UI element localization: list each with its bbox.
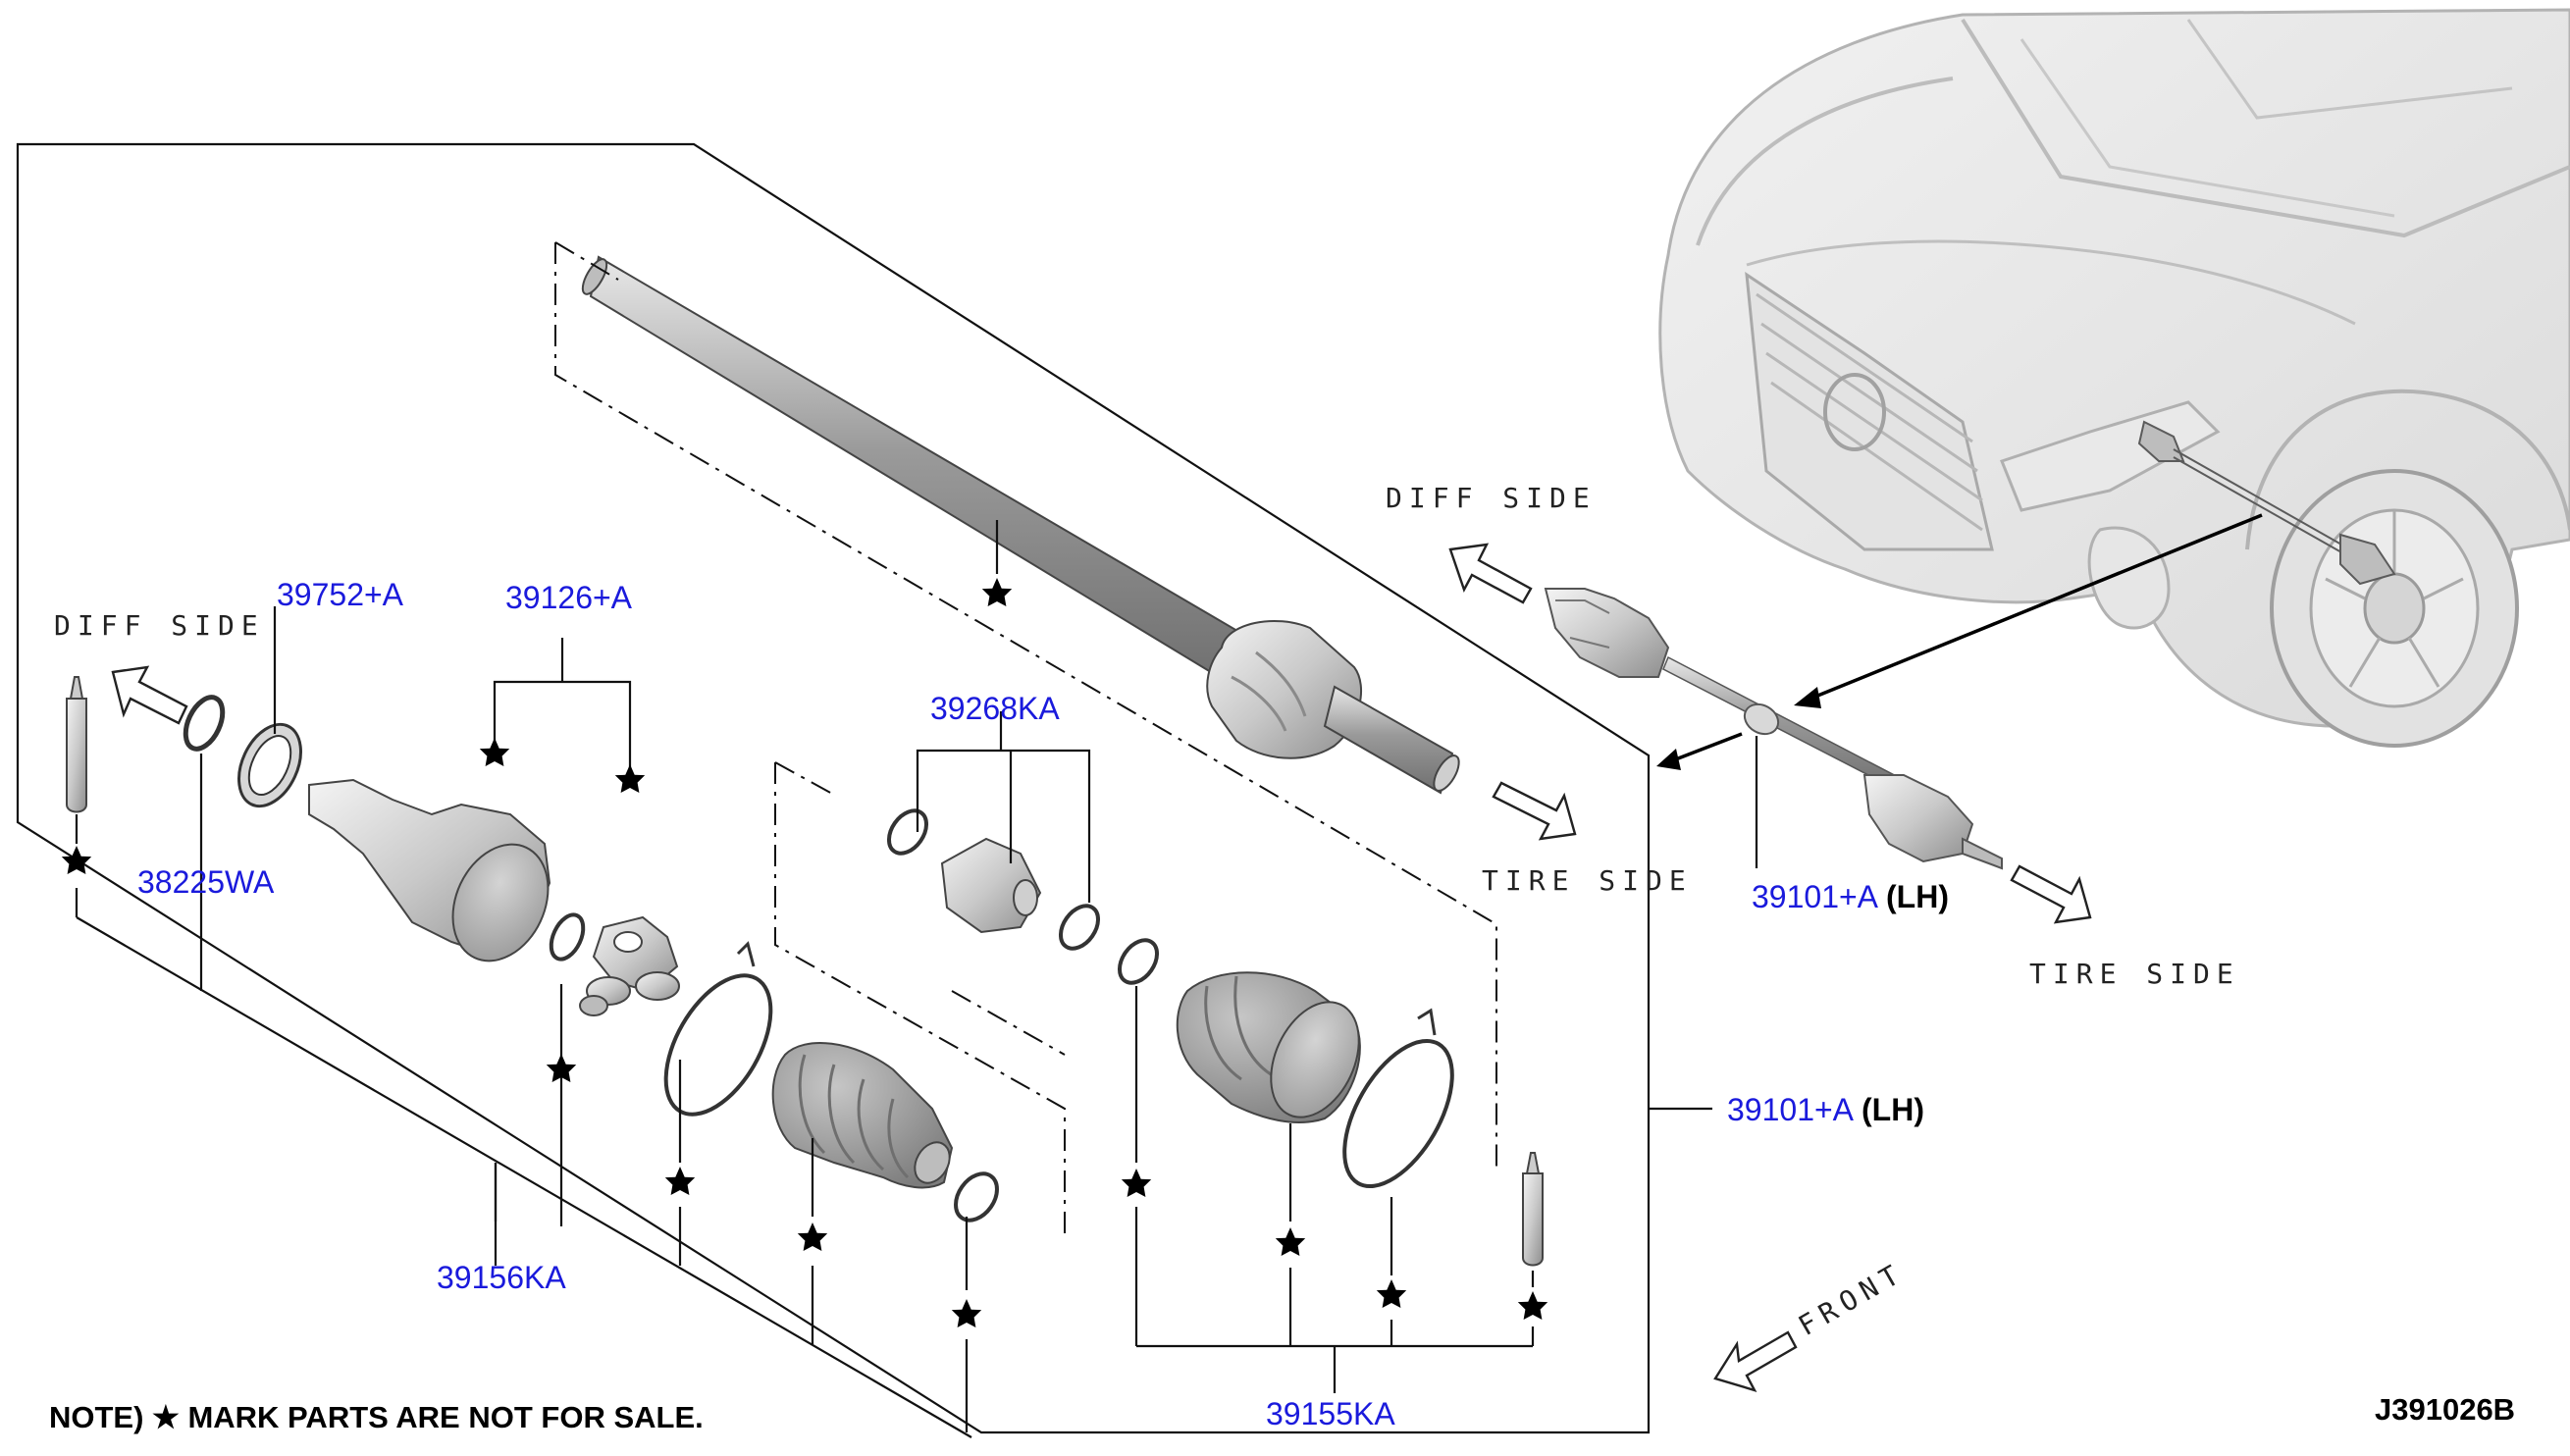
diff-side-left: DIFF SIDE [54, 609, 265, 642]
tire-side-main: TIRE SIDE [1482, 864, 1693, 897]
small-clamp-a [954, 1171, 999, 1222]
label-39155[interactable]: 39155KA [1266, 1396, 1395, 1431]
callout-frame [16, 142, 1651, 1434]
star-mark [61, 846, 92, 874]
drive-shaft-bar [581, 255, 1460, 795]
direction-arrows [111, 543, 2092, 1392]
star-mark [614, 764, 646, 793]
star-mark [1275, 1227, 1306, 1256]
star-mark [479, 738, 510, 766]
band-clamp-2 [1342, 1008, 1454, 1189]
outer-boot [1176, 971, 1361, 1124]
tire-side-car: TIRE SIDE [2029, 958, 2240, 990]
snap-ring [183, 695, 226, 752]
diff-arrow-left [111, 665, 188, 725]
car-arrows [1656, 513, 2263, 770]
star-mark [797, 1222, 828, 1251]
vehicle-illustration [1658, 8, 2570, 748]
label-39156[interactable]: 39156KA [437, 1260, 566, 1295]
grease-tube-right [1522, 1152, 1544, 1267]
diff-arrow-car [1448, 543, 1533, 604]
star-mark [981, 578, 1013, 606]
tire-arrow-main [1492, 781, 1577, 841]
small-clamp-b [886, 808, 929, 856]
diagram-id: J391026B [2375, 1392, 2515, 1427]
label-39268[interactable]: 39268KA [930, 691, 1060, 726]
label-39126[interactable]: 39126+A [505, 580, 633, 615]
star-mark [951, 1299, 982, 1327]
label-39101-car[interactable]: 39101+A(LH) [1752, 879, 1949, 914]
label-38225[interactable]: 38225WA [137, 864, 275, 900]
tire-arrow-car [2010, 864, 2092, 924]
washer [237, 722, 302, 808]
star-mark [664, 1167, 696, 1195]
dash-dot-guides [554, 241, 1497, 1239]
leader-lines [75, 520, 1758, 1438]
exploded-parts [66, 676, 1544, 1267]
label-39101-callout[interactable]: 39101+A(LH) [1727, 1092, 1924, 1127]
part-labels: 39752+A 39126+A 39268KA 38225WA 39156KA … [137, 577, 1949, 1431]
not-for-sale-note: NOTE) ★ MARK PARTS ARE NOT FOR SALE. [49, 1400, 704, 1434]
star-mark [1121, 1169, 1152, 1197]
circlip [549, 912, 586, 962]
inner-boot [771, 1042, 954, 1189]
label-39752[interactable]: 39752+A [277, 577, 404, 612]
star-mark [1517, 1291, 1548, 1320]
tripod-spider [579, 915, 680, 1016]
grease-tube-left [66, 676, 87, 813]
front-arrow [1713, 1330, 1798, 1392]
joint-housing [308, 778, 551, 962]
small-clamp-c [1058, 904, 1101, 951]
dynamic-damper [940, 837, 1042, 934]
star-mark [1376, 1279, 1407, 1308]
shaft-assembly-small [1544, 588, 2003, 870]
small-clamp-d [1117, 938, 1160, 985]
front-label: FRONT [1793, 1256, 1911, 1342]
diff-side-car: DIFF SIDE [1386, 482, 1597, 514]
